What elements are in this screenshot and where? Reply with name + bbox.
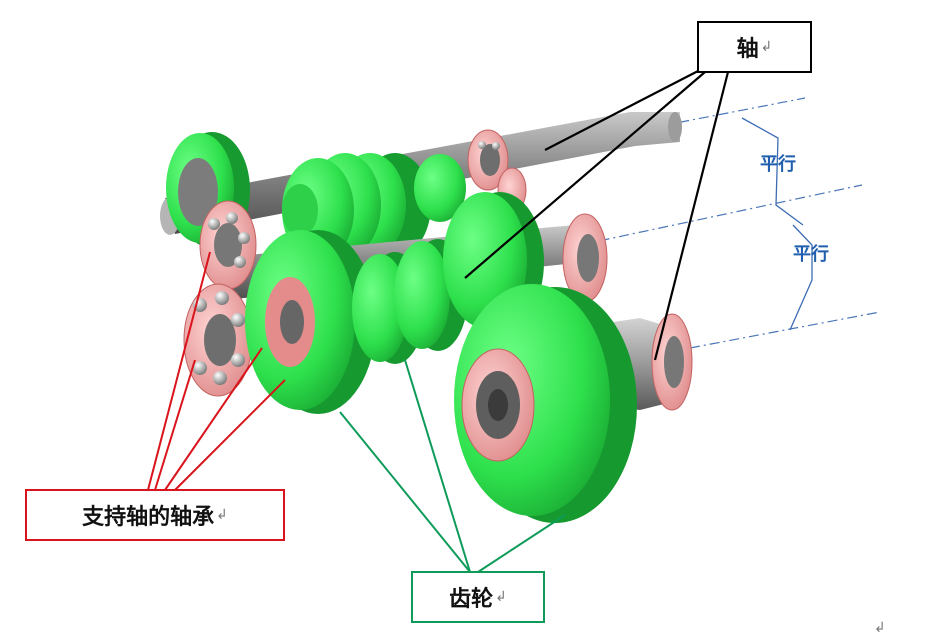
gear-label: 齿轮↲ — [414, 574, 542, 620]
gear-label-text: 齿轮 — [449, 587, 494, 612]
center-line-lower — [689, 311, 881, 349]
parallel-brackets — [741, 117, 813, 331]
bearing-callout-line-4 — [174, 379, 286, 491]
center-line-middle — [579, 184, 863, 246]
shaft-label-text: 轴 — [736, 37, 759, 62]
upper-gear-stack — [282, 153, 466, 262]
shaft-callout-line-upper — [544, 69, 701, 151]
gear-callout-line-1 — [339, 411, 471, 573]
bearing-callout-line-3 — [164, 347, 263, 491]
bearing-label-box — [25, 489, 285, 541]
shaft-callout-line-middle — [464, 71, 706, 279]
bearing-label: 支持轴的轴承↲ — [28, 492, 282, 538]
parallel-label-upper-text: 平行 — [760, 154, 796, 175]
return-mark: ↲ — [216, 507, 228, 523]
corner-return-mark-text: ↲ — [874, 620, 886, 636]
bearing-label-text: 支持轴的轴承 — [82, 505, 215, 530]
middle-right-bearing — [562, 213, 608, 303]
gear-label-box — [411, 571, 545, 623]
parallel-bracket-lower — [789, 224, 813, 331]
shaft-callout-lines — [464, 69, 730, 361]
shaft-label-box — [697, 21, 812, 73]
bearing-callout-line-1 — [147, 251, 211, 491]
return-mark: ↲ — [495, 589, 507, 605]
gear-callout-line-3 — [477, 514, 566, 573]
gear-callout-lines — [339, 359, 566, 573]
parallel-label-lower: 平行 — [793, 240, 829, 266]
large-ring-gear — [454, 284, 637, 523]
parallel-bracket-upper — [741, 117, 804, 226]
shaft-callout-line-lower — [653, 71, 730, 361]
bearing-callout-lines — [147, 251, 286, 491]
gear-callout-line-2 — [404, 359, 471, 573]
parallel-label-upper: 平行 — [760, 150, 796, 176]
bearing-callout-line-2 — [154, 359, 196, 491]
return-mark: ↲ — [760, 39, 773, 55]
middle-gears — [245, 192, 544, 414]
parallel-label-lower-text: 平行 — [793, 244, 829, 265]
corner-return-mark: ↲ — [874, 620, 886, 636]
shaft-label: 轴↲ — [700, 24, 809, 70]
